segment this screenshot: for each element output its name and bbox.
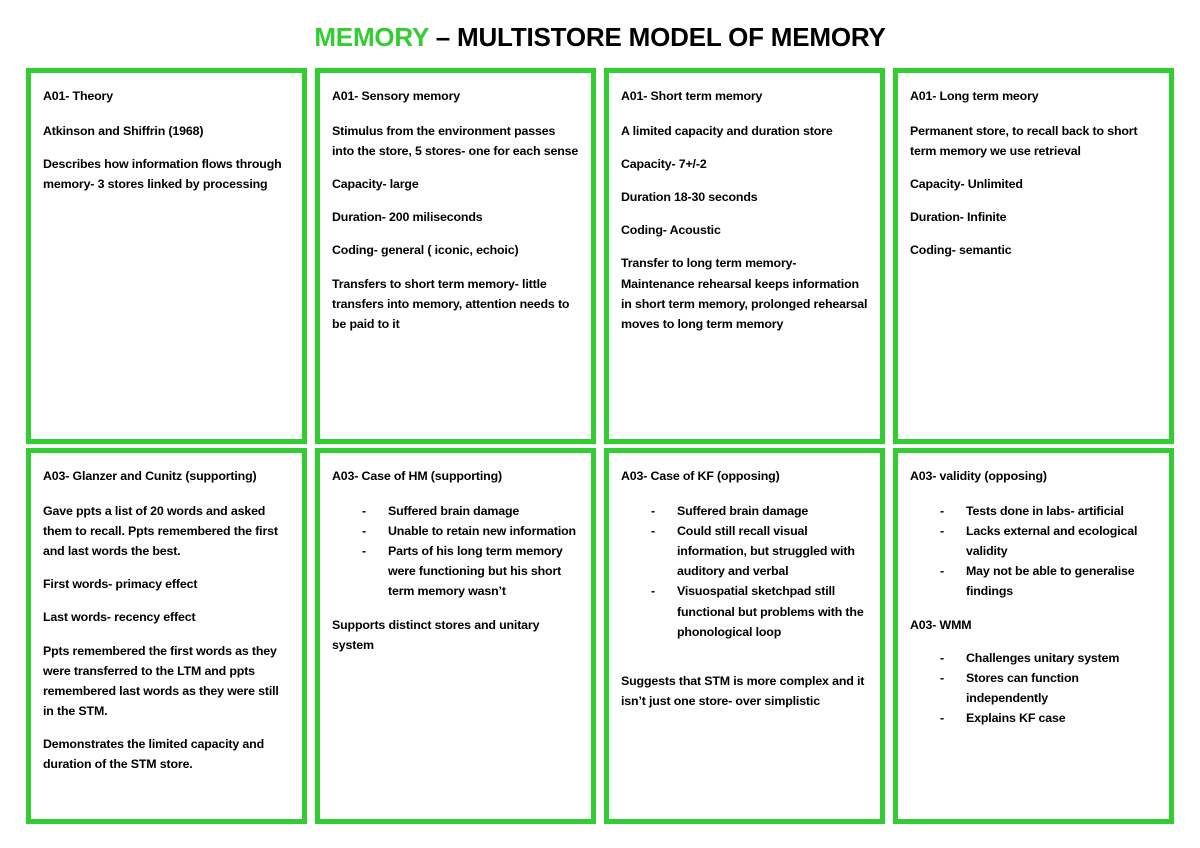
bullet-dash-icon: - <box>362 524 366 539</box>
bullet-list-secondary: - Challenges unitary system - Stores can f… <box>910 648 1157 728</box>
card-paragraph: Duration 18-30 seconds <box>621 190 758 205</box>
bullet-dash-icon: - <box>940 670 944 685</box>
list-item-text: Explains KF case <box>966 710 1066 725</box>
list-item-text: Tests done in labs- artificial <box>966 504 1124 519</box>
card-subheading: A03- WMM <box>910 617 972 632</box>
list-item-text: Unable to retain new information <box>388 524 576 539</box>
card-paragraph: Atkinson and Shiffrin (1968) <box>43 124 204 139</box>
card-paragraph: Permanent store, to recall back to short… <box>910 124 1138 159</box>
list-item: - Tests done in labs- artificial <box>910 501 1157 521</box>
card-paragraph: Duration- Infinite <box>910 210 1007 225</box>
card-paragraph: Suggests that STM is more complex and it… <box>621 673 865 708</box>
card-a01-short-term-memory: A01- Short term memory A limited capacit… <box>604 68 885 444</box>
page-title-keyword: MEMORY <box>314 22 429 52</box>
list-item: - Visuospatial sketchpad still functional… <box>621 581 868 641</box>
bullet-dash-icon: - <box>940 710 944 725</box>
list-item-text: Visuospatial sketchpad still functional … <box>677 584 864 639</box>
list-item-text: Parts of his long term memory were funct… <box>388 544 563 599</box>
list-item: - Lacks external and ecological validity <box>910 521 1157 561</box>
card-paragraph: Capacity- Unlimited <box>910 177 1023 192</box>
bullet-dash-icon: - <box>940 650 944 665</box>
card-heading: A01- Long term meory <box>910 89 1039 103</box>
card-paragraph: Transfers to short term memory- little t… <box>332 276 570 331</box>
card-paragraph: Gave ppts a list of 20 words and asked t… <box>43 504 278 559</box>
list-item: - Suffered brain damage <box>332 501 579 521</box>
card-paragraph: Transfer to long term memory- Maintenanc… <box>621 256 868 331</box>
card-paragraph: Coding- semantic <box>910 243 1012 258</box>
card-a03-case-of-kf: A03- Case of KF (opposing) - Suffered bra… <box>604 448 885 824</box>
bullet-dash-icon: - <box>940 504 944 519</box>
card-a03-validity: A03- validity (opposing) - Tests done in … <box>893 448 1174 824</box>
page-title-rest: – MULTISTORE MODEL OF MEMORY <box>428 22 886 52</box>
bullet-dash-icon: - <box>651 524 655 539</box>
bullet-dash-icon: - <box>651 504 655 519</box>
list-item: - Could still recall visual information, … <box>621 521 868 581</box>
card-paragraph: Capacity- 7+/-2 <box>621 157 707 172</box>
bullet-list: - Suffered brain damage - Unable to retain… <box>332 501 579 601</box>
list-item: - Suffered brain damage <box>621 501 868 521</box>
bullet-dash-icon: - <box>651 584 655 599</box>
card-paragraph: Coding- general ( iconic, echoic) <box>332 243 519 258</box>
card-a01-sensory-memory: A01- Sensory memory Stimulus from the en… <box>315 68 596 444</box>
card-paragraph: Supports distinct stores and unitary sys… <box>332 617 540 652</box>
card-paragraph: Describes how information flows through … <box>43 157 282 192</box>
card-heading: A01- Theory <box>43 89 113 103</box>
bullet-list: - Tests done in labs- artificial - Lacks e… <box>910 501 1157 601</box>
list-item: - Unable to retain new information <box>332 521 579 541</box>
card-paragraph: First words- primacy effect <box>43 577 198 592</box>
card-heading: A03- validity (opposing) <box>910 469 1047 483</box>
card-paragraph: Ppts remembered the first words as they … <box>43 643 279 718</box>
page-title: MEMORY – MULTISTORE MODEL OF MEMORY <box>0 22 1200 53</box>
list-item: - May not be able to generalise findings <box>910 561 1157 601</box>
card-heading: A03- Case of HM (supporting) <box>332 469 502 483</box>
card-paragraph: Capacity- large <box>332 177 419 192</box>
card-a01-long-term-memory: A01- Long term meory Permanent store, to… <box>893 68 1174 444</box>
list-item-text: Suffered brain damage <box>388 504 520 519</box>
bullet-dash-icon: - <box>940 524 944 539</box>
cards-grid: A01- Theory Atkinson and Shiffrin (1968)… <box>26 68 1174 824</box>
list-item-text: Stores can function independently <box>966 670 1079 705</box>
card-paragraph: Last words- recency effect <box>43 610 196 625</box>
card-heading: A03- Case of KF (opposing) <box>621 469 780 483</box>
card-a03-case-of-hm: A03- Case of HM (supporting) - Suffered b… <box>315 448 596 824</box>
card-heading: A03- Glanzer and Cunitz (supporting) <box>43 469 257 483</box>
list-item-text: Could still recall visual information, b… <box>677 524 855 579</box>
list-item: - Parts of his long term memory were func… <box>332 541 579 601</box>
list-item: - Explains KF case <box>910 708 1157 728</box>
card-paragraph: Coding- Acoustic <box>621 223 721 238</box>
bullet-dash-icon: - <box>940 564 944 579</box>
list-item: - Stores can function independently <box>910 668 1157 708</box>
card-paragraph: Stimulus from the environment passes int… <box>332 124 579 159</box>
list-item-text: Challenges unitary system <box>966 650 1120 665</box>
bullet-list: - Suffered brain damage - Could still reca… <box>621 501 868 642</box>
card-paragraph: Duration- 200 miliseconds <box>332 210 483 225</box>
list-item-text: Lacks external and ecological validity <box>966 524 1138 559</box>
bullet-dash-icon: - <box>362 504 366 519</box>
card-a03-glanzer-and-cunitz: A03- Glanzer and Cunitz (supporting) Gav… <box>26 448 307 824</box>
list-item-text: Suffered brain damage <box>677 504 809 519</box>
spacer <box>621 655 868 671</box>
card-a01-theory: A01- Theory Atkinson and Shiffrin (1968)… <box>26 68 307 444</box>
list-item: - Challenges unitary system <box>910 648 1157 668</box>
card-heading: A01- Sensory memory <box>332 89 460 103</box>
card-paragraph: A limited capacity and duration store <box>621 124 833 139</box>
card-paragraph: Demonstrates the limited capacity and du… <box>43 736 264 772</box>
card-heading: A01- Short term memory <box>621 89 763 103</box>
list-item-text: May not be able to generalise findings <box>966 564 1135 599</box>
bullet-dash-icon: - <box>362 544 366 559</box>
